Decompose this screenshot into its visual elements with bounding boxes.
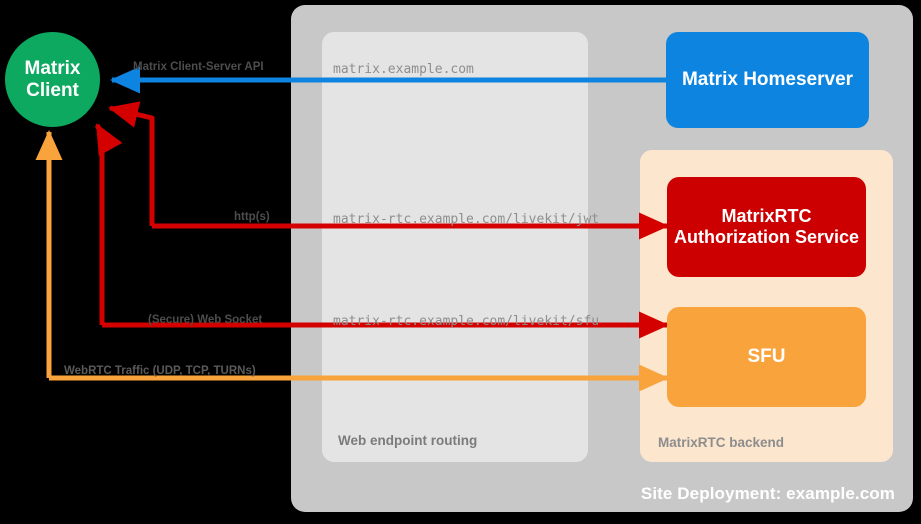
endpoint-url-sfu: matrix-rtc.example.com/livekit/sfu: [333, 314, 600, 329]
web-endpoint-routing-label: Web endpoint routing: [338, 433, 478, 448]
node-matrix-client[interactable]: Matrix Client: [5, 32, 100, 127]
edge-label-websocket: (Secure) Web Socket: [148, 314, 263, 326]
node-sfu[interactable]: SFU: [667, 307, 866, 407]
edge-websocket-sfu: [94, 123, 670, 339]
edge-label-webrtc-traffic: WebRTC Traffic (UDP, TCP, TURNs): [64, 365, 256, 377]
node-matrix-homeserver-label: Matrix Homeserver: [681, 68, 854, 90]
web-endpoint-routing-container: Web endpoint routing: [322, 32, 588, 462]
edge-http-jwt: [108, 101, 670, 240]
endpoint-url-homeserver: matrix.example.com: [333, 62, 474, 77]
node-matrix-client-line1: Matrix: [24, 58, 81, 80]
node-sfu-label: SFU: [747, 345, 786, 367]
edge-webrtc-traffic: [35, 129, 670, 392]
matrixrtc-backend-label: MatrixRTC backend: [658, 435, 785, 450]
node-matrix-client-line2: Client: [26, 79, 79, 101]
site-deployment-label: Site Deployment: example.com: [640, 484, 895, 503]
endpoint-url-jwt: matrix-rtc.example.com/livekit/jwt: [333, 212, 600, 227]
edge-label-matrix-client-server-api: Matrix Client-Server API: [133, 61, 264, 73]
edge-label-http: http(s): [234, 211, 270, 223]
node-matrixrtc-authorization-service-label: MatrixRTC Authorization Service: [673, 205, 860, 247]
node-matrix-homeserver[interactable]: Matrix Homeserver: [666, 32, 869, 128]
node-matrixrtc-authorization-service[interactable]: MatrixRTC Authorization Service: [667, 177, 866, 277]
